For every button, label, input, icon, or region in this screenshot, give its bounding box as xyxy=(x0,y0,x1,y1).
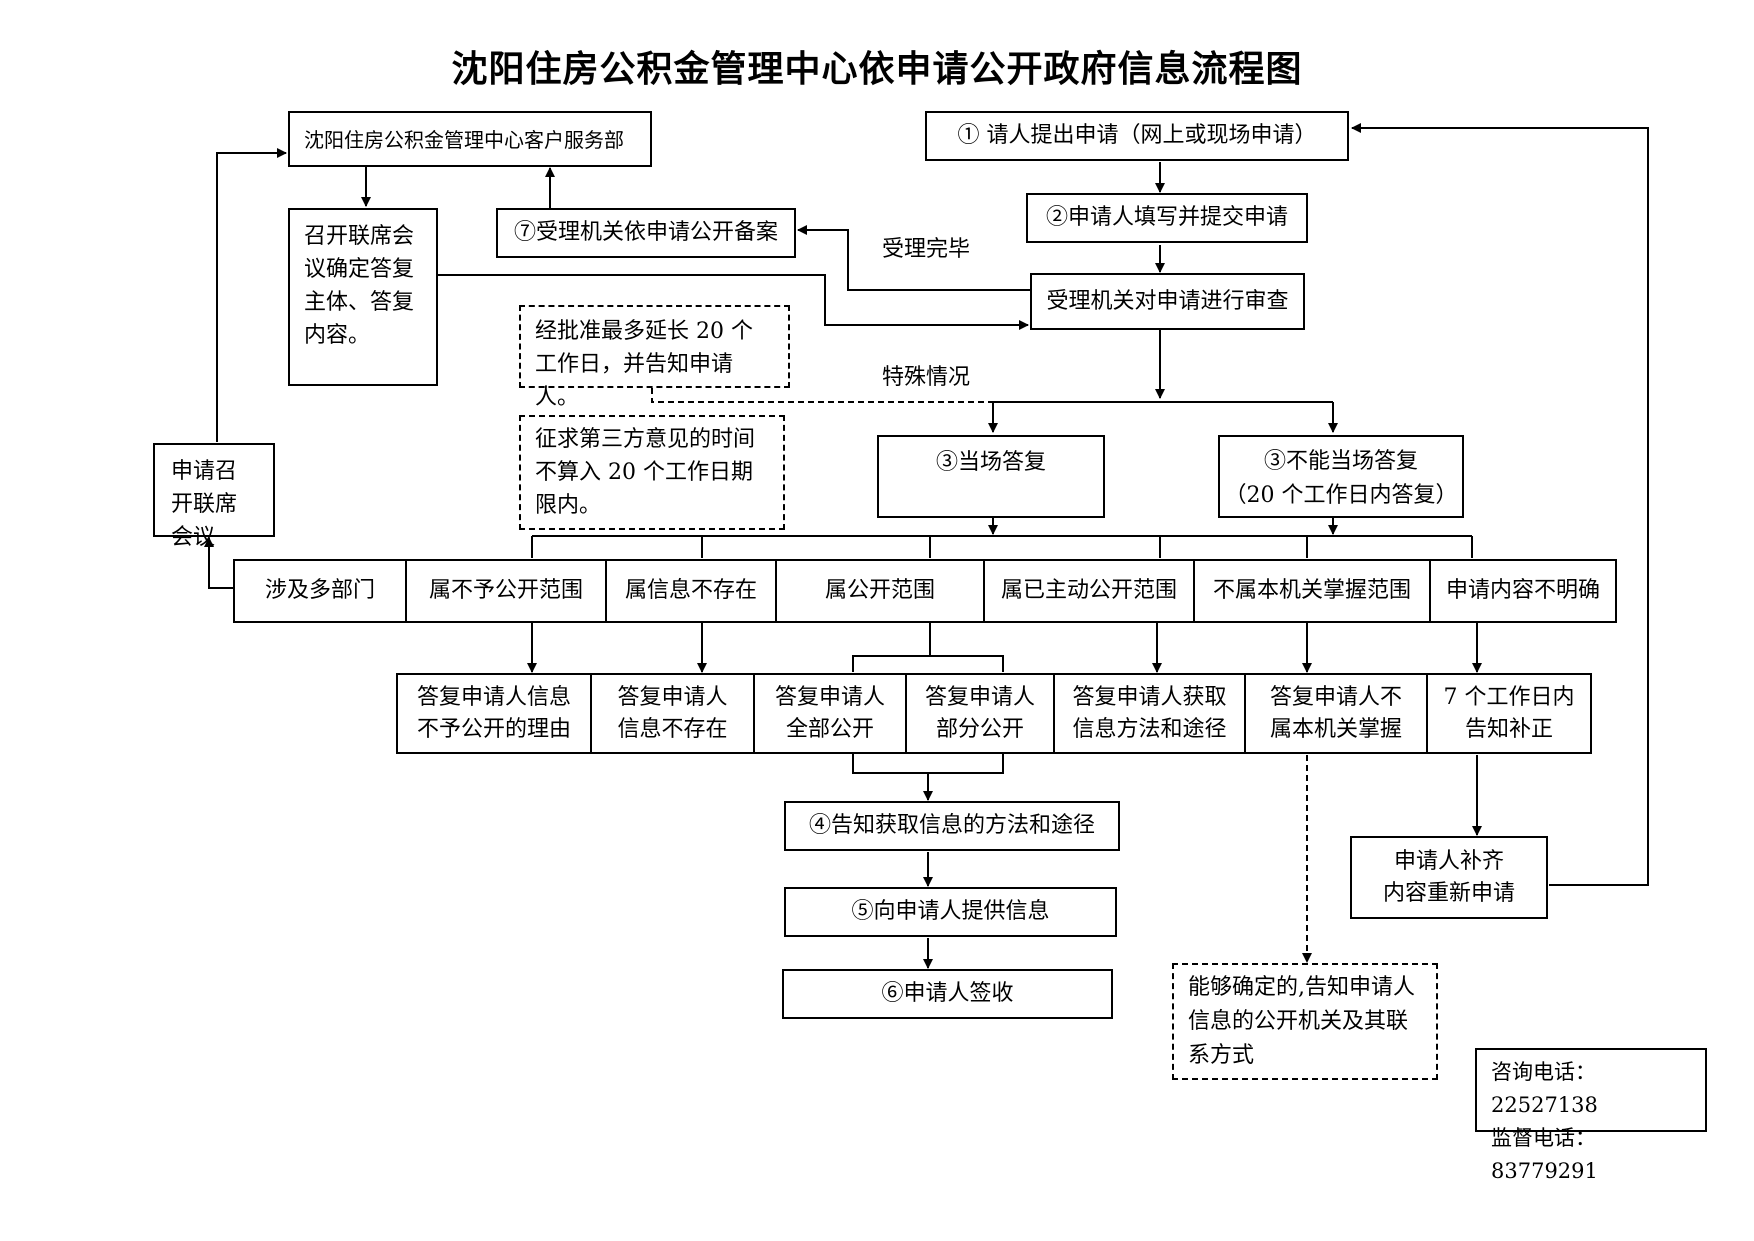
step3b-box: ③不能当场答复 （20 个工作日内答复） xyxy=(1218,435,1464,518)
answer-line: 属本机关掌握 xyxy=(1269,716,1402,742)
answer-partial-public: 答复申请人部分公开 xyxy=(905,675,1053,752)
accept-done-label: 受理完毕 xyxy=(882,237,971,262)
step3a-box: ③当场答复 xyxy=(877,435,1105,518)
resubmit-line1: 申请人补齐 xyxy=(1393,848,1504,874)
step4-box: ④告知获取信息的方法和途径 xyxy=(784,801,1120,851)
customer-service-box: 沈阳住房公积金管理中心客户服务部 xyxy=(288,111,652,167)
review-box: 受理机关对申请进行审查 xyxy=(1030,273,1305,330)
answer-line: 告知补正 xyxy=(1464,716,1553,742)
step6-box: ⑥申请人签收 xyxy=(782,969,1113,1019)
extension-note-box: 经批准最多延长 20 个工作日，并告知申请人。 xyxy=(519,305,790,410)
customer-service-label: 沈阳住房公积金管理中心客户服务部 xyxy=(304,128,624,152)
step7-box: ⑦受理机关依申请公开备案 xyxy=(496,208,796,258)
step4-label: ④告知获取信息的方法和途径 xyxy=(808,813,1095,838)
step5-box: ⑤向申请人提供信息 xyxy=(784,887,1117,937)
step1-label: ① 请人提出申请（网上或现场申请） xyxy=(957,123,1317,148)
category-public: 属公开范围 xyxy=(775,561,983,621)
answer-supplement: 7 个工作日内告知补正 xyxy=(1426,675,1590,752)
answer-bar: 答复申请人信息不予公开的理由 答复申请人信息不存在 答复申请人全部公开 答复申请… xyxy=(396,673,1592,754)
review-label: 受理机关对申请进行审查 xyxy=(1046,288,1289,314)
diagram-title: 沈阳住房公积金管理中心依申请公开政府信息流程图 xyxy=(451,49,1303,90)
answer-line: 答复申请人 xyxy=(924,684,1035,710)
answer-full-public: 答复申请人全部公开 xyxy=(753,675,905,752)
category-not-exist: 属信息不存在 xyxy=(605,561,775,621)
answer-line: 答复申请人信息 xyxy=(416,684,571,710)
category-not-disclosed: 属不予公开范围 xyxy=(405,561,605,621)
answer-line: 7 个工作日内 xyxy=(1443,684,1575,710)
answer-reason: 答复申请人信息不予公开的理由 xyxy=(398,675,590,752)
answer-line: 信息方法和途径 xyxy=(1072,716,1227,742)
answer-line: 答复申请人 xyxy=(617,684,728,710)
third-party-note-label: 征求第三方意见的时间不算入 20 个工作日期限内。 xyxy=(535,427,756,518)
answer-line: 信息不存在 xyxy=(617,716,728,742)
joint-meeting-label: 召开联席会议确定答复主体、答复内容。 xyxy=(304,224,415,348)
answer-line: 部分公开 xyxy=(935,716,1024,742)
resubmit-line2: 内容重新申请 xyxy=(1382,880,1515,906)
step7-label: ⑦受理机关依申请公开备案 xyxy=(513,220,778,245)
answer-line: 答复申请人不 xyxy=(1269,684,1402,710)
step3b-line2: （20 个工作日内答复） xyxy=(1224,483,1458,508)
answer-line: 不予公开的理由 xyxy=(416,716,571,742)
apply-meeting-label: 申请召开联席会议 xyxy=(171,459,238,550)
category-multi-dept: 涉及多部门 xyxy=(264,578,375,603)
category-unclear: 申请内容不明确 xyxy=(1429,561,1615,621)
step2-label: ②申请人填写并提交申请 xyxy=(1045,205,1288,230)
special-case-label: 特殊情况 xyxy=(882,365,971,390)
identify-agency-note: 能够确定的,告知申请人信息的公开机关及其联系方式 xyxy=(1172,963,1438,1080)
step5-label: ⑤向申请人提供信息 xyxy=(851,899,1050,924)
category-already-public: 属已主动公开范围 xyxy=(983,561,1193,621)
answer-line: 全部公开 xyxy=(785,716,874,742)
answer-access-method: 答复申请人获取信息方法和途径 xyxy=(1053,675,1244,752)
answer-line: 答复申请人获取 xyxy=(1072,684,1227,710)
category-not-held: 不属本机关掌握范围 xyxy=(1193,561,1429,621)
step2-box: ②申请人填写并提交申请 xyxy=(1026,193,1308,243)
step3b-line1: ③不能当场答复 xyxy=(1263,449,1418,474)
answer-not-held: 答复申请人不属本机关掌握 xyxy=(1244,675,1426,752)
answer-not-exist: 答复申请人信息不存在 xyxy=(590,675,753,752)
identify-agency-label: 能够确定的,告知申请人信息的公开机关及其联系方式 xyxy=(1188,975,1415,1068)
answer-line: 答复申请人 xyxy=(774,684,885,710)
step6-label: ⑥申请人签收 xyxy=(881,981,1014,1006)
consult-phone: 咨询电话：22527138 xyxy=(1491,1060,1598,1117)
apply-meeting-box: 申请召开联席会议 xyxy=(153,443,275,550)
extension-note-label: 经批准最多延长 20 个工作日，并告知申请人。 xyxy=(535,319,753,410)
step1-box: ① 请人提出申请（网上或现场申请） xyxy=(925,111,1349,161)
third-party-note-box: 征求第三方意见的时间不算入 20 个工作日期限内。 xyxy=(519,415,785,530)
resubmit-box: 申请人补齐内容重新申请 xyxy=(1350,836,1548,919)
contact-box: 咨询电话：22527138 监督电话：83779291 xyxy=(1475,1048,1707,1183)
supervise-phone: 监督电话：83779291 xyxy=(1491,1126,1598,1183)
joint-meeting-box: 召开联席会议确定答复主体、答复内容。 xyxy=(288,208,438,386)
step3a-label: ③当场答复 xyxy=(935,450,1046,475)
category-bar: 涉及多部门 属不予公开范围 属信息不存在 属公开范围 属已主动公开范围 不属本机… xyxy=(233,559,1617,623)
